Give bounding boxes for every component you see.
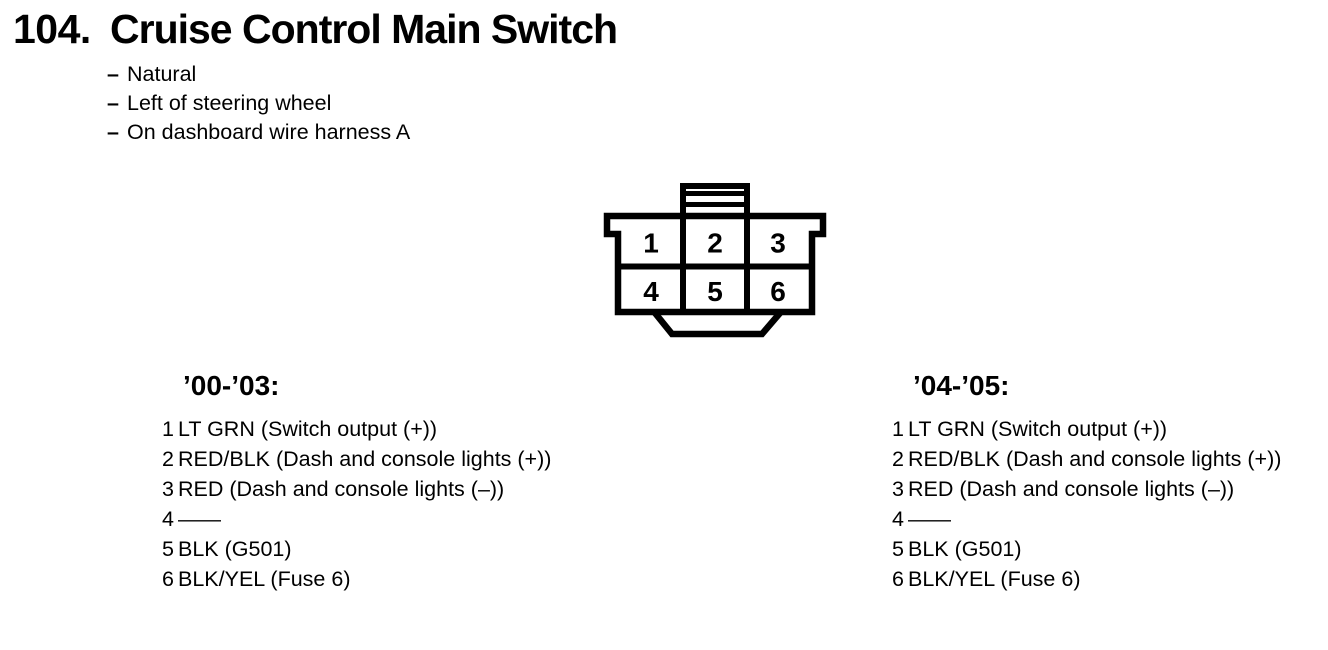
pinout-heading-04-05: ’04-’05: bbox=[913, 370, 1010, 401]
pin-description: LT GRN (Switch output (+)) bbox=[908, 417, 1168, 441]
pin-number: 1 bbox=[892, 417, 904, 441]
note-item: –Left of steering wheel bbox=[107, 89, 410, 118]
pin-cell-label: 1 bbox=[643, 228, 659, 259]
note-item: –Natural bbox=[107, 60, 410, 89]
note-text: On dashboard wire harness A bbox=[127, 120, 411, 144]
pin-description: LT GRN (Switch output (+)) bbox=[178, 417, 438, 441]
pin-number: 4 bbox=[892, 507, 904, 531]
pin-number: 2 bbox=[892, 447, 904, 471]
note-item: –On dashboard wire harness A bbox=[107, 118, 410, 147]
notes-list: –Natural –Left of steering wheel –On das… bbox=[107, 60, 410, 147]
pin-cell-label: 5 bbox=[707, 276, 723, 307]
pinout-row: 4—— bbox=[892, 504, 1281, 534]
pin-description: —— bbox=[908, 507, 951, 531]
note-dash: – bbox=[107, 120, 119, 144]
note-text: Natural bbox=[127, 62, 197, 86]
pin-description: BLK/YEL (Fuse 6) bbox=[908, 567, 1081, 591]
pin-number: 5 bbox=[162, 537, 174, 561]
pinout-heading-00-03: ’00-’03: bbox=[183, 370, 280, 401]
connector-keying-tab bbox=[652, 310, 783, 338]
pin-description: RED (Dash and console lights (–)) bbox=[908, 477, 1235, 501]
pin-description: RED/BLK (Dash and console lights (+)) bbox=[908, 447, 1282, 471]
section-number: 104. bbox=[13, 6, 91, 52]
pin-number: 1 bbox=[162, 417, 174, 441]
note-text: Left of steering wheel bbox=[127, 91, 332, 115]
pin-cell-label: 6 bbox=[770, 276, 786, 307]
page-title: Cruise Control Main Switch bbox=[110, 6, 618, 52]
pin-cell-label: 4 bbox=[643, 276, 659, 307]
pin-number: 6 bbox=[162, 567, 174, 591]
pin-description: RED (Dash and console lights (–)) bbox=[178, 477, 505, 501]
pin-number: 4 bbox=[162, 507, 174, 531]
pin-description: BLK (G501) bbox=[178, 537, 292, 561]
pin-number: 2 bbox=[162, 447, 174, 471]
pin-number: 3 bbox=[892, 477, 904, 501]
pin-description: BLK/YEL (Fuse 6) bbox=[178, 567, 351, 591]
pin-number: 6 bbox=[892, 567, 904, 591]
note-dash: – bbox=[107, 91, 119, 115]
pin-number: 5 bbox=[892, 537, 904, 561]
connector-diagram: 1 2 3 4 5 6 bbox=[603, 183, 827, 338]
pin-description: —— bbox=[178, 507, 221, 531]
pin-description: BLK (G501) bbox=[908, 537, 1022, 561]
pin-description: RED/BLK (Dash and console lights (+)) bbox=[178, 447, 552, 471]
pinout-row: 4—— bbox=[162, 504, 551, 534]
pin-cell-label: 3 bbox=[770, 228, 786, 259]
pin-cell-label: 2 bbox=[707, 228, 723, 259]
pin-number: 3 bbox=[162, 477, 174, 501]
note-dash: – bbox=[107, 62, 119, 86]
